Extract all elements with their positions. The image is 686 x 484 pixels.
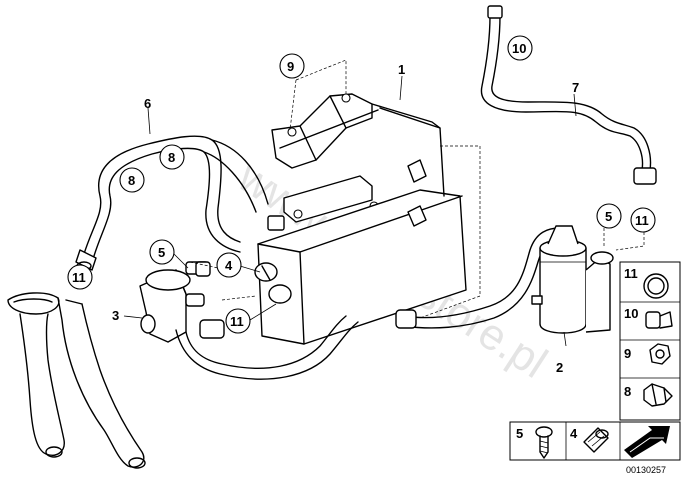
callout-8b: 8 xyxy=(128,173,135,188)
callout-5b: 5 xyxy=(605,209,612,224)
callout-11a-circle xyxy=(67,264,93,290)
callout-5a: 5 xyxy=(158,245,165,260)
purge-valve xyxy=(139,261,359,380)
callout-11c-circle xyxy=(630,207,656,233)
leader-lines xyxy=(123,75,577,347)
callout-10: 10 xyxy=(512,41,526,56)
callout-11c: 11 xyxy=(635,213,649,228)
legend-11: 11 xyxy=(624,266,638,281)
canister-bracket xyxy=(271,93,379,223)
callout-4: 4 xyxy=(225,258,233,273)
callout-11a: 11 xyxy=(72,270,86,285)
callout-9: 9 xyxy=(287,59,294,74)
hose-6 xyxy=(75,135,269,271)
callout-9-circle xyxy=(279,53,305,79)
clamp-icon xyxy=(643,383,673,407)
legend-9: 9 xyxy=(624,346,631,361)
legend-8: 8 xyxy=(624,384,631,399)
filler-neck xyxy=(7,292,146,469)
filter xyxy=(531,225,614,334)
reference-number: 00130257 xyxy=(626,465,666,475)
callout-labels: 1 2 3 6 7 9 10 8 8 11 5 4 11 5 11 xyxy=(67,35,656,375)
callout-8b-circle xyxy=(119,167,145,193)
callout-5a-circle xyxy=(149,239,175,265)
callout-10-circle xyxy=(507,35,533,61)
legend-10: 10 xyxy=(624,306,638,321)
legend-5: 5 xyxy=(516,426,523,441)
hose-7 xyxy=(480,5,657,185)
hose-clip-icon xyxy=(645,311,673,329)
callout-1: 1 xyxy=(398,62,405,77)
callout-2: 2 xyxy=(556,360,563,375)
parts-legend: 11 10 9 8 xyxy=(619,261,681,421)
plug xyxy=(195,261,211,277)
callout-11b: 11 xyxy=(230,314,244,329)
nut-icon xyxy=(649,343,671,365)
callout-6: 6 xyxy=(144,96,151,111)
callout-8a-circle xyxy=(159,144,185,170)
callout-3: 3 xyxy=(112,308,119,323)
callout-11b-circle xyxy=(225,308,251,334)
legend-4: 4 xyxy=(570,426,578,441)
direction-arrow-icon xyxy=(624,426,670,458)
screw-icon xyxy=(535,426,553,459)
callout-8a: 8 xyxy=(168,150,175,165)
activated-carbon-canister xyxy=(254,103,467,345)
parts-legend-bottom: 5 4 xyxy=(509,421,681,461)
plug-icon xyxy=(583,427,609,453)
callout-4-circle xyxy=(216,252,242,278)
callout-5b-circle xyxy=(596,203,622,229)
gasket-ring-icon xyxy=(643,273,669,299)
callout-7: 7 xyxy=(572,80,579,95)
